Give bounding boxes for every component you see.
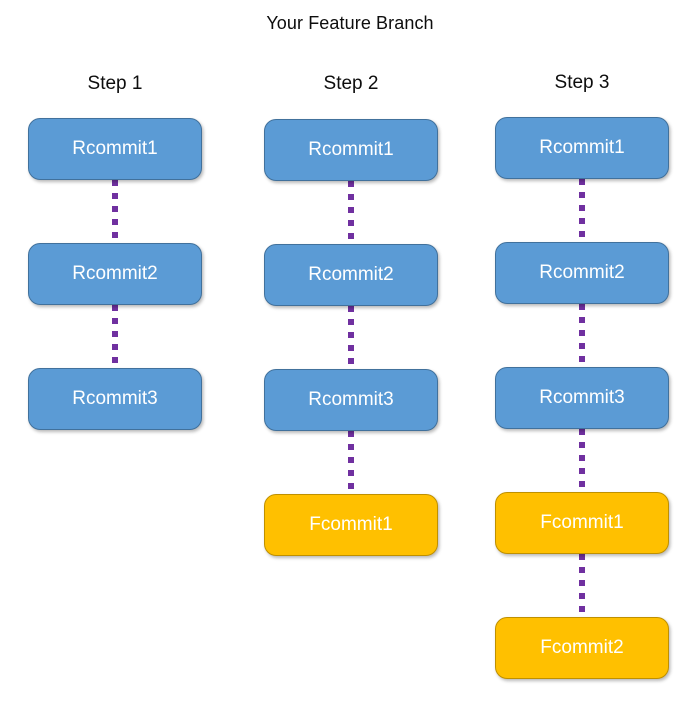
commit-node-remote: Rcommit1 <box>264 119 438 181</box>
commit-node-remote: Rcommit1 <box>28 118 202 180</box>
commit-node-remote: Rcommit3 <box>495 367 669 429</box>
commit-connector <box>112 305 118 368</box>
commit-node-feature: Fcommit1 <box>264 494 438 556</box>
commit-node-remote: Rcommit3 <box>28 368 202 430</box>
commit-node-label: Fcommit1 <box>540 511 624 533</box>
commit-node-label: Rcommit1 <box>539 136 625 158</box>
commit-node-label: Rcommit3 <box>72 387 158 409</box>
step-column-header: Step 1 <box>87 73 143 94</box>
commit-node-label: Fcommit2 <box>540 636 624 658</box>
commit-node-label: Rcommit2 <box>72 262 158 284</box>
commit-node-label: Rcommit1 <box>72 137 158 159</box>
commit-node-remote: Rcommit2 <box>28 243 202 305</box>
diagram-title: Your Feature Branch <box>266 13 434 33</box>
commit-connector <box>348 431 354 494</box>
commit-node-remote: Rcommit1 <box>495 117 669 179</box>
commit-connector <box>579 304 585 367</box>
commit-node-feature: Fcommit1 <box>495 492 669 554</box>
commit-node-label: Rcommit3 <box>308 388 394 410</box>
commit-node-remote: Rcommit2 <box>264 244 438 306</box>
commit-node-label: Rcommit2 <box>308 263 394 285</box>
commit-connector <box>348 181 354 244</box>
commit-connector <box>579 179 585 242</box>
commit-node-label: Fcommit1 <box>309 513 393 535</box>
commit-node-remote: Rcommit3 <box>264 369 438 431</box>
commit-connector <box>579 429 585 492</box>
commit-node-label: Rcommit3 <box>539 386 625 408</box>
commit-connector <box>112 180 118 243</box>
step-column-header: Step 2 <box>323 73 379 94</box>
commit-node-feature: Fcommit2 <box>495 617 669 679</box>
commit-node-label: Rcommit2 <box>539 261 625 283</box>
commit-connector <box>579 554 585 617</box>
commit-node-remote: Rcommit2 <box>495 242 669 304</box>
step-column-header: Step 3 <box>554 72 610 93</box>
commit-connector <box>348 306 354 369</box>
commit-node-label: Rcommit1 <box>308 138 394 160</box>
